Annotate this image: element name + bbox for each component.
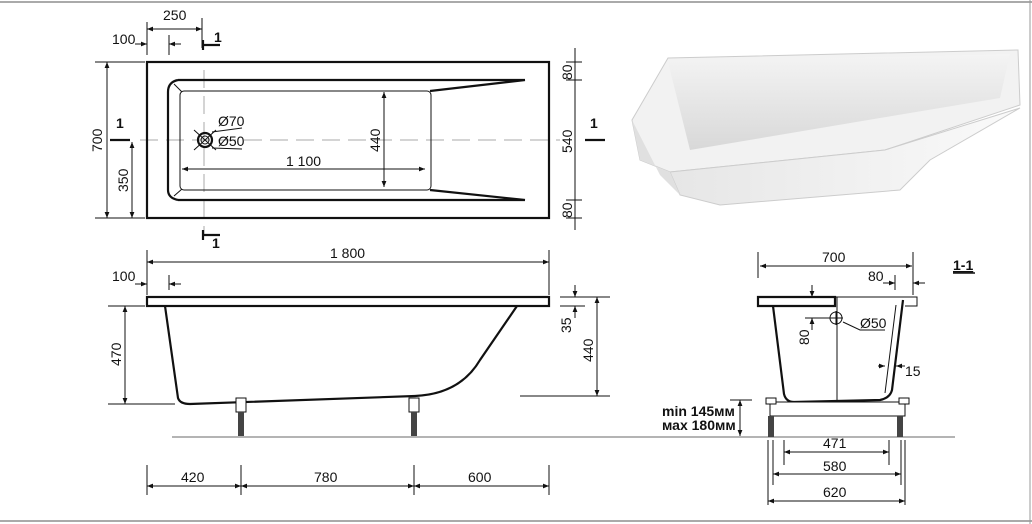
dim-440: 440 xyxy=(367,128,383,152)
drain-icon xyxy=(196,131,214,149)
side-view: 1 800 100 470 35 440 420 780 600 xyxy=(108,245,955,495)
dim-350: 350 xyxy=(115,168,131,192)
top-view: Ø70 Ø50 1 100 440 250 100 1 1 1 1 700 35… xyxy=(89,7,605,251)
bathtub-photo xyxy=(631,49,1021,206)
dim-35: 35 xyxy=(558,317,574,333)
dim-471: 471 xyxy=(823,435,847,451)
dim-250: 250 xyxy=(163,7,187,23)
leg-icon xyxy=(235,397,247,436)
dim-700: 700 xyxy=(89,128,105,152)
dim-470: 470 xyxy=(108,342,124,366)
dim-100: 100 xyxy=(112,31,136,47)
leg-icon xyxy=(408,397,420,436)
height-max: мах 180мм xyxy=(662,417,736,433)
section-view: 1-1 Ø50 80 15 700 80 min 145мм мах 180мм… xyxy=(662,249,975,505)
dim-580: 580 xyxy=(823,458,847,474)
dim-780: 780 xyxy=(314,469,338,485)
overflow-diameter: Ø70 xyxy=(218,113,245,129)
section-mark: 1 xyxy=(212,235,220,251)
dim-15: 15 xyxy=(905,363,921,379)
leg-icon xyxy=(897,416,903,437)
dim-80-bottom: 80 xyxy=(559,202,575,218)
dim-1800: 1 800 xyxy=(330,245,365,261)
dim-100: 100 xyxy=(112,268,136,284)
section-mark: 1 xyxy=(590,115,598,131)
leg-icon xyxy=(768,416,774,437)
section-mark: 1 xyxy=(116,115,124,131)
height-min: min 145мм xyxy=(662,403,735,419)
dim-1100: 1 100 xyxy=(286,153,321,169)
section-title: 1-1 xyxy=(953,257,973,273)
dim-540: 540 xyxy=(559,129,575,153)
dim-80-top: 80 xyxy=(559,64,575,80)
dim-420: 420 xyxy=(181,469,205,485)
dim-80: 80 xyxy=(868,268,884,284)
dim-620: 620 xyxy=(823,484,847,500)
dim-440: 440 xyxy=(580,338,596,362)
dim-80-vertical: 80 xyxy=(796,329,812,345)
drain-diameter: Ø50 xyxy=(218,133,245,149)
dim-d50: Ø50 xyxy=(860,315,887,331)
dim-600: 600 xyxy=(468,469,492,485)
section-mark: 1 xyxy=(214,29,222,45)
dim-700: 700 xyxy=(822,249,846,265)
